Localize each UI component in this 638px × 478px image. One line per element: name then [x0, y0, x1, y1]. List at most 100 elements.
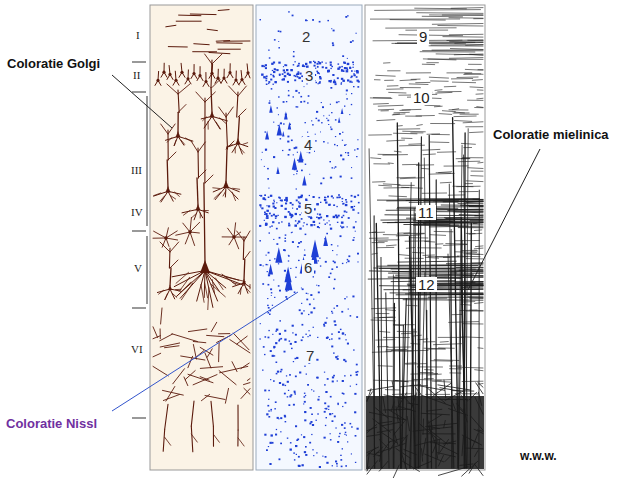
nissl-cell — [327, 70, 329, 72]
nissl-cell — [308, 293, 309, 295]
nissl-cell — [304, 396, 306, 398]
nissl-cell — [266, 449, 268, 451]
nissl-cell — [333, 216, 336, 218]
nissl-cell — [295, 425, 297, 427]
nissl-cell — [307, 336, 308, 337]
nissl-cell — [304, 101, 306, 103]
nissl-cell — [293, 96, 295, 97]
myelin-fiber — [399, 254, 409, 256]
dendrite — [226, 149, 227, 182]
nissl-cell — [313, 327, 314, 328]
nissl-cell — [291, 214, 293, 216]
nissl-cell — [331, 333, 333, 334]
nissl-cell — [316, 203, 319, 205]
nissl-cell — [319, 258, 320, 259]
dendrite — [238, 438, 244, 446]
myelin-fiber — [436, 243, 443, 244]
nissl-cell — [334, 324, 336, 326]
myelin-fiber — [474, 248, 483, 250]
myelin-fiber — [391, 465, 400, 478]
myelin-fiber — [469, 64, 482, 65]
nissl-column — [256, 5, 362, 470]
dendrite — [166, 25, 176, 27]
myelin-fiber — [393, 303, 395, 468]
myelin-fiber — [454, 212, 483, 213]
dendrite — [167, 130, 168, 160]
nissl-cell — [336, 197, 338, 199]
nissl-cell — [344, 106, 345, 107]
nissl-cell — [317, 204, 319, 206]
myelin-fiber — [399, 35, 463, 36]
layer-numeral: VI — [131, 344, 143, 355]
dendrite — [178, 136, 184, 145]
dendrite — [233, 283, 239, 285]
dendrite — [192, 142, 198, 152]
nissl-cell — [295, 76, 297, 78]
nissl-cell — [290, 449, 292, 451]
myelin-fiber — [367, 461, 378, 474]
nissl-cell — [302, 288, 304, 290]
nissl-cell — [324, 402, 326, 404]
dendrite — [232, 192, 235, 201]
nissl-cell — [259, 225, 261, 227]
myelin-fiber — [428, 256, 450, 258]
nissl-cell — [332, 74, 334, 76]
myelin-fiber — [438, 440, 439, 454]
myelin-fiber — [369, 134, 392, 135]
nissl-cell — [319, 21, 321, 23]
leader-line — [112, 292, 298, 411]
nissl-cell — [316, 82, 318, 83]
nissl-cell — [300, 96, 302, 98]
neuron-soma — [192, 72, 195, 75]
nissl-cell — [270, 379, 271, 380]
dendrite — [214, 192, 221, 198]
nissl-cell — [294, 79, 296, 81]
nissl-cell — [326, 233, 328, 235]
dendrite — [217, 42, 243, 44]
dendrite — [193, 342, 206, 343]
nissl-cell — [355, 462, 356, 463]
nissl-cell — [308, 330, 309, 331]
nissl-cell — [318, 217, 321, 219]
nissl-cell — [294, 341, 296, 343]
nissl-cell — [324, 322, 326, 324]
nissl-cell — [275, 331, 277, 332]
dendrite — [209, 53, 230, 54]
dendrite — [178, 84, 190, 94]
dendrite — [167, 160, 169, 188]
nissl-cell — [325, 202, 327, 204]
nissl-cell — [309, 442, 311, 444]
nissl-cell — [262, 370, 263, 371]
dendrite — [247, 379, 250, 381]
myelin-fiber — [466, 311, 483, 312]
myelin-fiber — [429, 45, 483, 46]
nissl-cell — [298, 221, 300, 223]
myelin-fiber — [407, 416, 409, 430]
nissl-cell — [351, 167, 352, 168]
myelin-fiber — [436, 54, 483, 55]
nissl-cell — [319, 62, 322, 64]
nissl-cell — [314, 224, 316, 226]
nissl-cell — [311, 434, 312, 435]
pyramidal-cell — [282, 131, 285, 137]
nissl-cell — [337, 403, 339, 405]
nissl-cell — [340, 235, 342, 237]
nissl-cell — [346, 70, 349, 72]
myelin-fiber — [409, 202, 458, 203]
nissl-cell — [305, 234, 307, 236]
myelin-fiber — [377, 120, 395, 121]
dendrite — [250, 285, 251, 289]
nissl-cell — [298, 63, 300, 65]
nissl-cell — [273, 156, 275, 158]
nissl-cell — [301, 434, 302, 435]
nissl-cell — [276, 362, 278, 364]
dendrite — [193, 51, 217, 52]
nissl-cell — [349, 67, 351, 69]
nissl-cell — [345, 204, 348, 206]
nissl-cell — [340, 176, 342, 178]
stellate-soma — [188, 230, 192, 234]
myelin-fiber — [474, 18, 483, 19]
nissl-cell — [285, 197, 288, 199]
nissl-cell — [260, 19, 262, 20]
layer-tick — [132, 230, 146, 231]
